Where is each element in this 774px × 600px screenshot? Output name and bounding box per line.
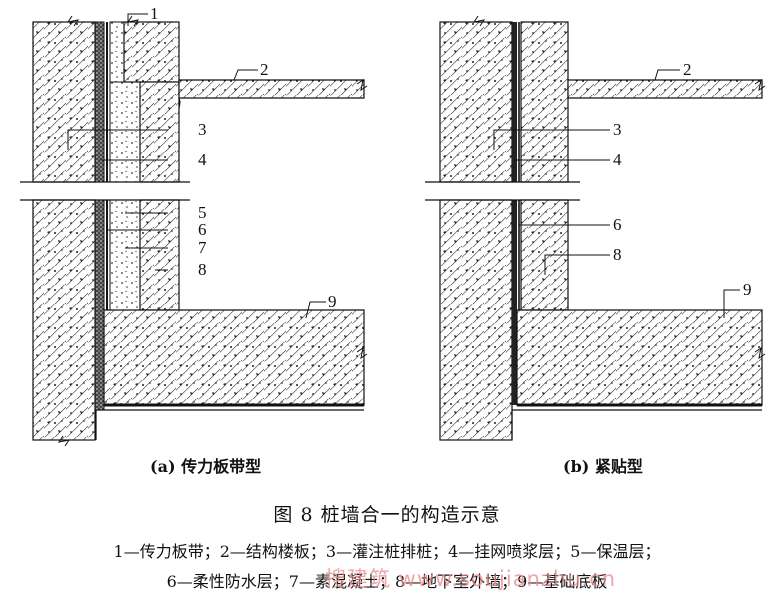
floor-slab-b <box>567 79 763 99</box>
label-b-8: 8 <box>613 245 622 264</box>
caption-b: (b) 紧贴型 <box>563 457 643 476</box>
shotcrete-layer <box>94 21 105 183</box>
legend-line-2: 6—柔性防水层；7—素混凝土；8—地下室外墙；9—基础底板 <box>166 572 608 591</box>
shotcrete-b <box>512 22 517 182</box>
legend-line-1: 1—传力板带；2—结构楼板；3—灌注桩排桩；4—挂网喷浆层；5—保温层； <box>113 542 661 561</box>
label-b-6: 6 <box>613 215 622 234</box>
panel-a: 1 2 3 4 5 6 7 8 9 (a) 传力板带型 <box>20 4 368 476</box>
label-b-9: 9 <box>743 280 752 299</box>
pile-b-lower <box>439 199 513 441</box>
label-b-4: 4 <box>613 150 622 169</box>
construction-diagram: 1 2 3 4 5 6 7 8 9 (a) 传力板带型 <box>20 4 766 476</box>
basement-wall-lower <box>139 199 180 311</box>
basement-wall-b-upper <box>520 21 569 183</box>
pile-upper <box>32 21 96 183</box>
foundation-slab <box>103 309 365 406</box>
force-transfer-strip <box>109 81 141 183</box>
caption-a: (a) 传力板带型 <box>150 457 261 476</box>
label-b-3: 3 <box>613 120 622 139</box>
label-a-6: 6 <box>198 220 207 239</box>
basement-wall-upper <box>123 21 180 83</box>
label-a-3: 3 <box>198 120 207 139</box>
pile-b-upper <box>439 21 513 183</box>
label-b-2: 2 <box>683 60 692 79</box>
label-a-7: 7 <box>198 238 207 257</box>
label-a-4: 4 <box>198 150 207 169</box>
label-a-1: 1 <box>150 4 159 23</box>
insulation-upper <box>109 21 125 83</box>
watermark: 搜建筑 www.soujianzhu.cn <box>325 567 617 591</box>
panel-b: 2 3 4 6 8 9 (b) 紧贴型 <box>425 15 766 476</box>
insulation-lower <box>109 199 141 311</box>
label-a-5: 5 <box>198 203 207 222</box>
label-a-8: 8 <box>198 260 207 279</box>
label-a-2: 2 <box>260 60 269 79</box>
label-a-9: 9 <box>328 292 337 311</box>
foundation-slab-b <box>516 309 763 406</box>
figure-title: 图 8 桩墙合一的构造示意 <box>273 504 501 526</box>
floor-slab <box>178 79 365 99</box>
basement-wall-mid <box>139 81 180 183</box>
pile-lower <box>32 199 96 441</box>
